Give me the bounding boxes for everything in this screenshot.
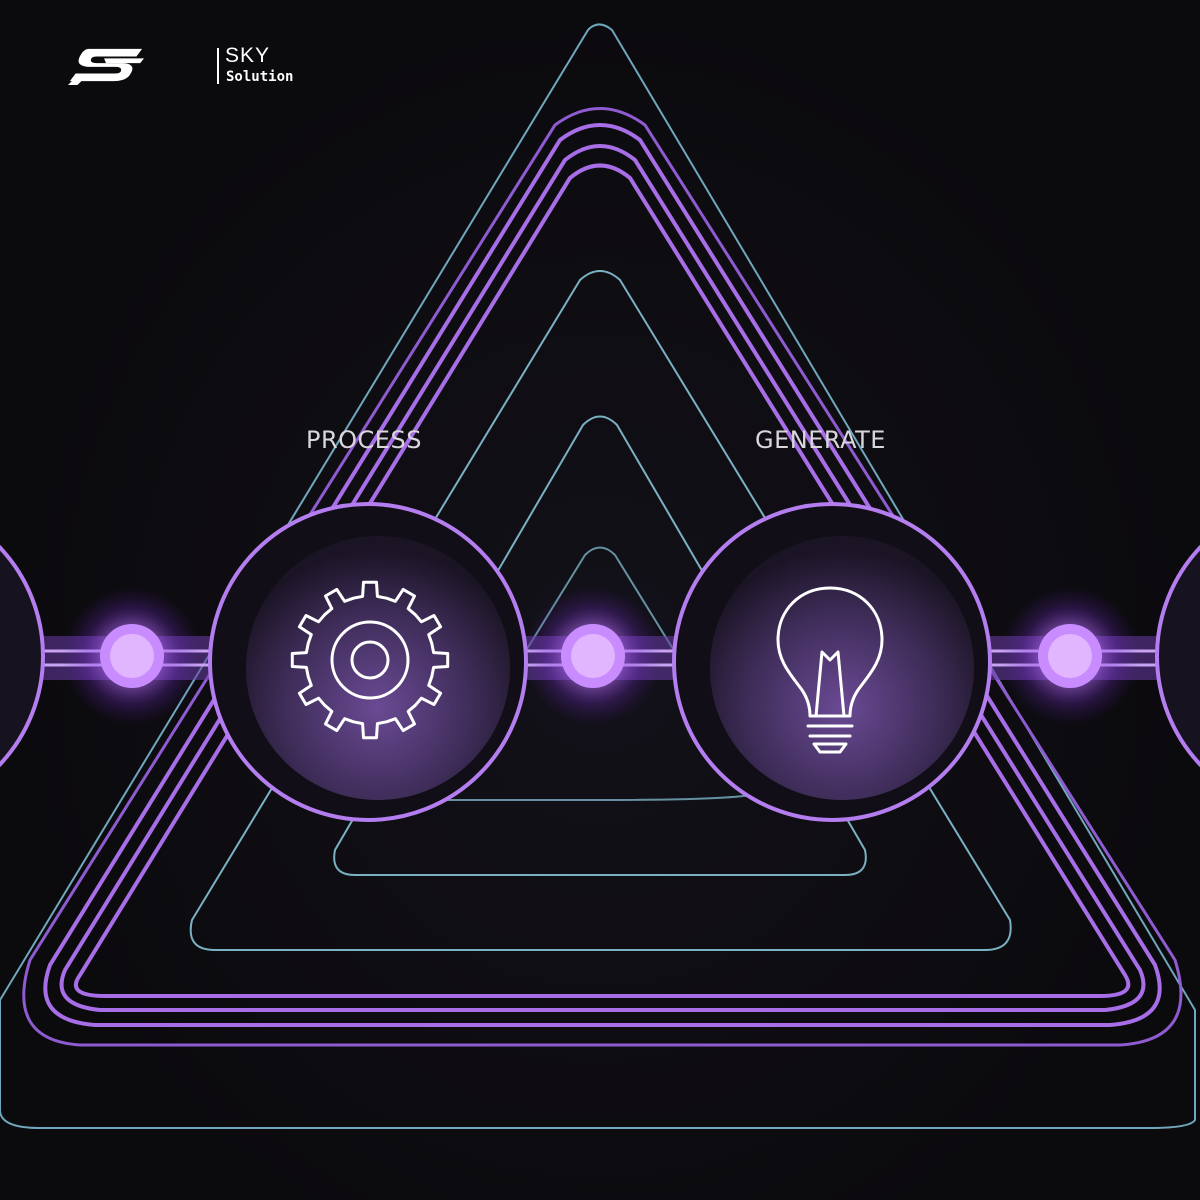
side-disc-left	[0, 544, 45, 768]
logo-divider	[217, 48, 219, 84]
inner-teal-triangle-2	[333, 415, 867, 876]
connector-node-left	[62, 586, 202, 726]
brand-name: SKY	[225, 44, 271, 67]
lightbulb-icon	[776, 586, 884, 754]
generate-label: GENERATE	[755, 426, 886, 454]
purple-triangles	[22, 107, 1183, 1047]
gear-icon	[290, 580, 450, 740]
connector-node-right	[1000, 586, 1140, 726]
generate-node	[672, 502, 992, 822]
process-label: PROCESS	[306, 426, 422, 454]
process-node	[208, 502, 528, 822]
brand-logo: SKY Solution	[68, 44, 293, 90]
brand-tagline: Solution	[226, 69, 294, 85]
connector-node-center	[523, 586, 663, 726]
outer-teal-triangle	[0, 23, 1196, 1129]
inner-teal-triangle-1	[189, 270, 1012, 951]
sky-logo-icon	[68, 48, 144, 85]
side-disc-right	[1155, 544, 1200, 768]
